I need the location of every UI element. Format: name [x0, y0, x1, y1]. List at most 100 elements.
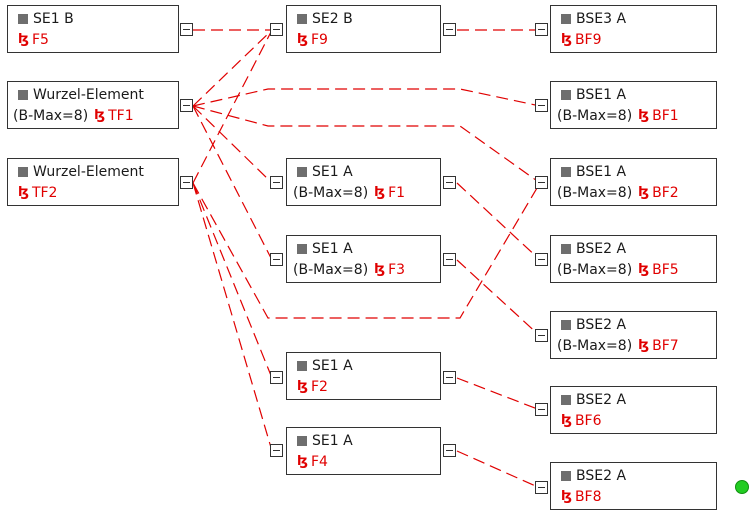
fault-flag-icon: ɮ — [561, 489, 572, 504]
node-bmax: (B-Max=8) — [293, 185, 369, 201]
fault-flag-icon: ɮ — [638, 185, 650, 200]
node-code: F3 — [388, 262, 406, 278]
node-code: BF6 — [574, 413, 602, 429]
collapse-toggle-bf6-in[interactable] — [535, 403, 548, 416]
node-bmax: (B-Max=8) — [557, 108, 633, 124]
node-code: BF5 — [652, 262, 679, 278]
collapse-toggle-bf1-in[interactable] — [535, 99, 548, 112]
collapse-toggle-wurzel1[interactable] — [180, 99, 193, 112]
element-square-icon — [297, 361, 307, 371]
node-title: SE2 B — [312, 11, 353, 27]
link-w1-f1 — [192, 105, 273, 184]
link-w1-bf1 — [192, 88, 541, 107]
node-code: F9 — [310, 32, 328, 48]
status-dot-icon — [735, 480, 749, 494]
node-title: SE1 A — [312, 433, 353, 449]
fault-flag-icon: ɮ — [374, 185, 386, 200]
fault-flag-icon: ɮ — [561, 32, 572, 47]
node-code: BF2 — [652, 185, 679, 201]
collapse-toggle-f2-in[interactable] — [270, 371, 283, 384]
element-square-icon — [18, 90, 28, 100]
link-f1-bf5 — [456, 182, 541, 261]
node-code: TF1 — [108, 108, 134, 124]
collapse-toggle-se2b[interactable] — [443, 23, 456, 36]
node-bmax: (B-Max=8) — [293, 262, 369, 278]
node-code: BF9 — [574, 32, 602, 48]
node-title: SE1 A — [312, 358, 353, 374]
collapse-toggle-bf9-in[interactable] — [535, 23, 548, 36]
node-code: F2 — [310, 379, 328, 395]
link-w2-se2b — [192, 29, 273, 184]
fault-flag-icon: ɮ — [94, 108, 106, 123]
collapse-toggle-f1-in[interactable] — [270, 176, 283, 189]
link-f2-bf6 — [456, 377, 541, 411]
element-square-icon — [297, 244, 307, 254]
node-code: F1 — [388, 185, 406, 201]
node-code: F4 — [310, 454, 328, 470]
node-code: F5 — [31, 32, 49, 48]
collapse-toggle-f2[interactable] — [443, 371, 456, 384]
collapse-toggle-f1[interactable] — [443, 176, 456, 189]
element-square-icon — [561, 320, 571, 330]
node-title: BSE2 A — [576, 392, 627, 408]
node-title: BSE2 A — [576, 241, 627, 257]
node-bmax: (B-Max=8) — [557, 262, 633, 278]
fault-flag-icon: ɮ — [297, 379, 308, 394]
node-title: BSE2 A — [576, 317, 627, 333]
collapse-toggle-bf5-in[interactable] — [535, 253, 548, 266]
link-w2-f2 — [192, 182, 273, 379]
fault-flag-icon: ɮ — [297, 32, 308, 47]
node-title: SE1 A — [312, 241, 353, 257]
node-bmax: (B-Max=8) — [13, 108, 89, 124]
node-title: BSE1 A — [576, 164, 627, 180]
collapse-toggle-bf8-in[interactable] — [535, 481, 548, 494]
node-title: BSE1 A — [576, 87, 627, 103]
element-square-icon — [297, 436, 307, 446]
collapse-toggle-se2b-in[interactable] — [270, 23, 283, 36]
node-title: Wurzel-Element — [33, 87, 144, 103]
link-w1-f3 — [192, 105, 273, 261]
fault-flag-icon: ɮ — [638, 262, 650, 277]
collapse-toggle-f4[interactable] — [443, 444, 456, 457]
collapse-toggle-f3[interactable] — [443, 253, 456, 266]
node-bmax: (B-Max=8) — [557, 338, 633, 354]
fault-flag-icon: ɮ — [561, 413, 572, 428]
collapse-toggle-wurzel2[interactable] — [180, 176, 193, 189]
link-w1-se2b — [192, 29, 273, 107]
node-code: BF8 — [574, 489, 602, 505]
collapse-toggle-bf7-in[interactable] — [535, 329, 548, 342]
fault-flag-icon: ɮ — [297, 454, 308, 469]
element-square-icon — [18, 14, 28, 24]
element-square-icon — [561, 471, 571, 481]
fault-flag-icon: ɮ — [18, 32, 29, 47]
element-square-icon — [18, 167, 28, 177]
node-code: BF7 — [652, 338, 679, 354]
collapse-toggle-f3-in[interactable] — [270, 253, 283, 266]
element-square-icon — [297, 167, 307, 177]
collapse-toggle-f4-in[interactable] — [270, 444, 283, 457]
element-square-icon — [561, 244, 571, 254]
node-title: Wurzel-Element — [33, 164, 144, 180]
fault-flag-icon: ɮ — [374, 262, 386, 277]
collapse-toggle-bf2-in[interactable] — [535, 176, 548, 189]
collapse-toggle-se1b[interactable] — [180, 23, 193, 36]
element-square-icon — [561, 90, 571, 100]
node-title: BSE2 A — [576, 468, 627, 484]
element-square-icon — [561, 14, 571, 24]
node-title: SE1 A — [312, 164, 353, 180]
